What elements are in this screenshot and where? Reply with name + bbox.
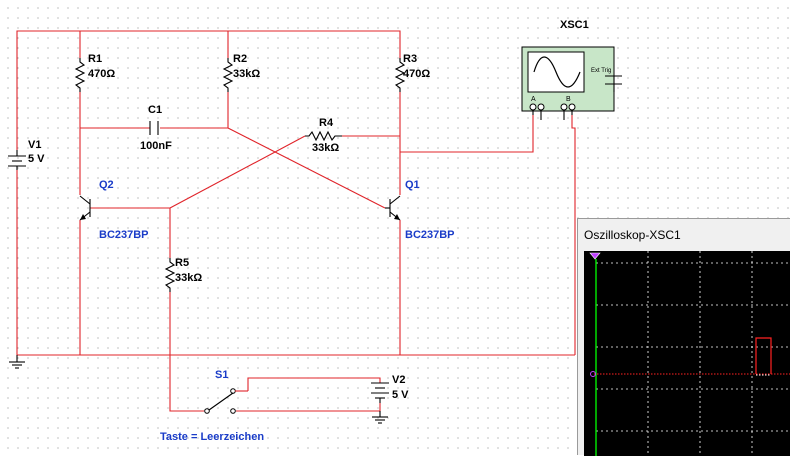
transistor-q1[interactable]	[385, 195, 401, 221]
r2-value-label: 33kΩ	[233, 68, 260, 80]
resistor-r2[interactable]	[222, 58, 234, 92]
r3-value-label: 470Ω	[403, 68, 430, 80]
channel-b-marker-icon[interactable]	[590, 371, 596, 377]
s1-key-hint: Taste = Leerzeichen	[160, 431, 264, 443]
wires	[16, 30, 576, 412]
resistor-r3[interactable]	[394, 58, 406, 92]
r4-value-label: 33kΩ	[312, 142, 339, 154]
scope-grid	[596, 251, 790, 456]
r1-value-label: 470Ω	[88, 68, 115, 80]
q1-model-label: BC237BP	[405, 229, 455, 241]
xsc1-port-b-label: B	[566, 96, 571, 103]
q1-name-label: Q1	[405, 179, 420, 191]
ground-symbol-main	[9, 355, 25, 369]
ground-symbol-v2	[372, 411, 388, 424]
channel-b-pulse	[755, 337, 772, 374]
r2-name-label: R2	[233, 53, 247, 65]
r5-value-label: 33kΩ	[175, 272, 202, 284]
capacitor-c1[interactable]	[149, 121, 159, 135]
r4-name-label: R4	[319, 117, 334, 129]
trigger-marker-icon[interactable]	[589, 252, 601, 260]
r5-name-label: R5	[175, 257, 189, 269]
c1-name-label: C1	[148, 104, 162, 116]
r1-name-label: R1	[88, 53, 102, 65]
oscilloscope-window-title: Oszilloskop-XSC1	[584, 228, 681, 242]
q2-model-label: BC237BP	[99, 229, 149, 241]
r3-name-label: R3	[403, 53, 417, 65]
xsc1-port-a-label: A	[531, 96, 536, 103]
resistor-r5[interactable]	[164, 258, 176, 292]
oscilloscope-display	[589, 251, 790, 456]
transistor-q2[interactable]	[79, 195, 91, 221]
battery-v1[interactable]	[8, 150, 26, 170]
v1-value-label: 5 V	[28, 153, 45, 165]
battery-v2[interactable]	[371, 382, 389, 403]
q2-name-label: Q2	[99, 179, 114, 191]
xsc1-name-label: XSC1	[560, 19, 589, 31]
c1-value-label: 100nF	[140, 140, 172, 152]
resistor-r1[interactable]	[74, 58, 86, 92]
s1-name-label: S1	[215, 369, 228, 381]
oscilloscope-screen[interactable]	[584, 251, 790, 456]
oscilloscope-window[interactable]: Oszilloskop-XSC1	[577, 218, 790, 456]
v2-value-label: 5 V	[392, 389, 409, 401]
v1-name-label: V1	[28, 139, 41, 151]
resistor-r4[interactable]	[305, 130, 342, 142]
v2-name-label: V2	[392, 374, 405, 386]
xsc1-ext-trig-label: Ext Trig	[591, 68, 611, 74]
oscilloscope-xsc1[interactable]	[521, 46, 622, 120]
switch-s1[interactable]	[204, 388, 248, 414]
sine-wave-icon	[533, 56, 581, 88]
